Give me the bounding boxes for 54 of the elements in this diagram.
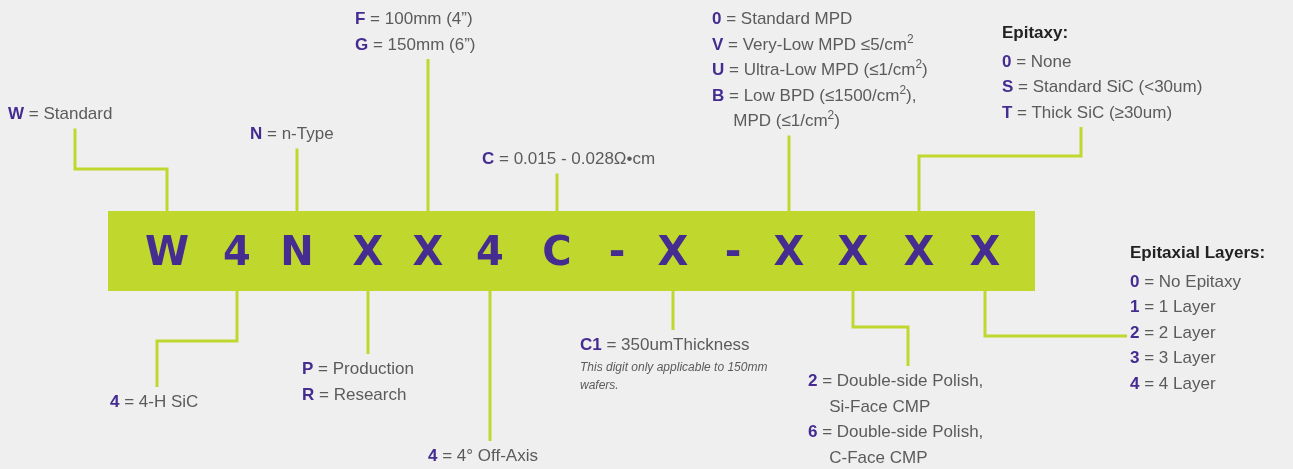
leader-line [488, 291, 492, 441]
code-definition: 0 = No Epitaxy [1130, 270, 1243, 293]
code-definition: V = Very-Low MPD ≤5/cm$^{2}$ [712, 31, 915, 56]
code-character: X [773, 211, 805, 291]
code-character: X [657, 211, 689, 291]
code-definition: S = Standard SiC (<30um) [1002, 76, 1204, 98]
code-definition: C = 0.015 - 0.028Ω•cm [482, 146, 764, 172]
code-definition: 4 = 4-H SiC [110, 389, 272, 415]
leader-line [295, 148, 299, 211]
code-character: W [144, 211, 190, 291]
leader-line [671, 291, 675, 330]
code-definition: T = Thick SiC (≥30um) [1002, 101, 1174, 124]
legend-heading: Epitaxy: [1002, 22, 1070, 44]
code-definition: B = Low BPD (≤1500/cm$^{2}$), MPD (≤1/cm$^{2}$) [712, 82, 918, 132]
code-definition: U = Ultra-Low MPD (≤1/cm$^{2}$) [712, 57, 929, 81]
leader-line [851, 291, 910, 366]
footnote-text: This digit only applicable to 150mm wafers. [580, 358, 769, 394]
code-character: 4 [223, 211, 251, 291]
code-definition: W = Standard [8, 101, 190, 127]
code-definition: C1 = 350umThickness [580, 334, 751, 356]
code-character: X [412, 211, 444, 291]
code-definition: N = n-Type [250, 121, 422, 147]
code-character: X [969, 211, 1001, 291]
code-definition: 3 = 3 Layer [1130, 347, 1217, 369]
separator-dash: - [724, 211, 742, 291]
leader-line [73, 128, 169, 211]
code-definition: 4 = 4 Layer [1130, 372, 1217, 395]
code-definition: 0 = None [1002, 50, 1073, 73]
leader-line [426, 59, 430, 211]
code-definition: 2 = Double-side Polish, Si-Face CMP [808, 370, 985, 418]
leader-line [983, 291, 1127, 338]
code-character: C [542, 211, 572, 291]
code-definition: 4 = 4° Off-Axis [428, 443, 630, 469]
code-definition: 6 = Double-side Polish, C-Face CMP [808, 421, 985, 469]
leader-line [555, 173, 559, 211]
code-definition: 1 = 1 Layer [1130, 296, 1217, 318]
separator-dash: - [608, 211, 626, 291]
code-definition: 0 = Standard MPD [712, 8, 854, 30]
leader-line [155, 291, 239, 387]
code-character: X [352, 211, 384, 291]
code-character: X [837, 211, 869, 291]
legend-heading: Epitaxial Layers: [1130, 242, 1267, 264]
leader-line [787, 135, 791, 211]
part-number-bar [108, 211, 1035, 291]
code-definition: R = Research [302, 383, 408, 406]
code-character: X [903, 211, 935, 291]
code-definition: P = Production [302, 358, 415, 380]
code-character: N [280, 211, 314, 291]
code-definition: F = 100mm (4”) [355, 8, 474, 30]
code-definition: 2 = 2 Layer [1130, 321, 1217, 344]
code-character: 4 [476, 211, 504, 291]
code-definition: G = 150mm (6”) [355, 33, 477, 56]
leader-line [917, 127, 1083, 211]
leader-line [366, 291, 370, 354]
